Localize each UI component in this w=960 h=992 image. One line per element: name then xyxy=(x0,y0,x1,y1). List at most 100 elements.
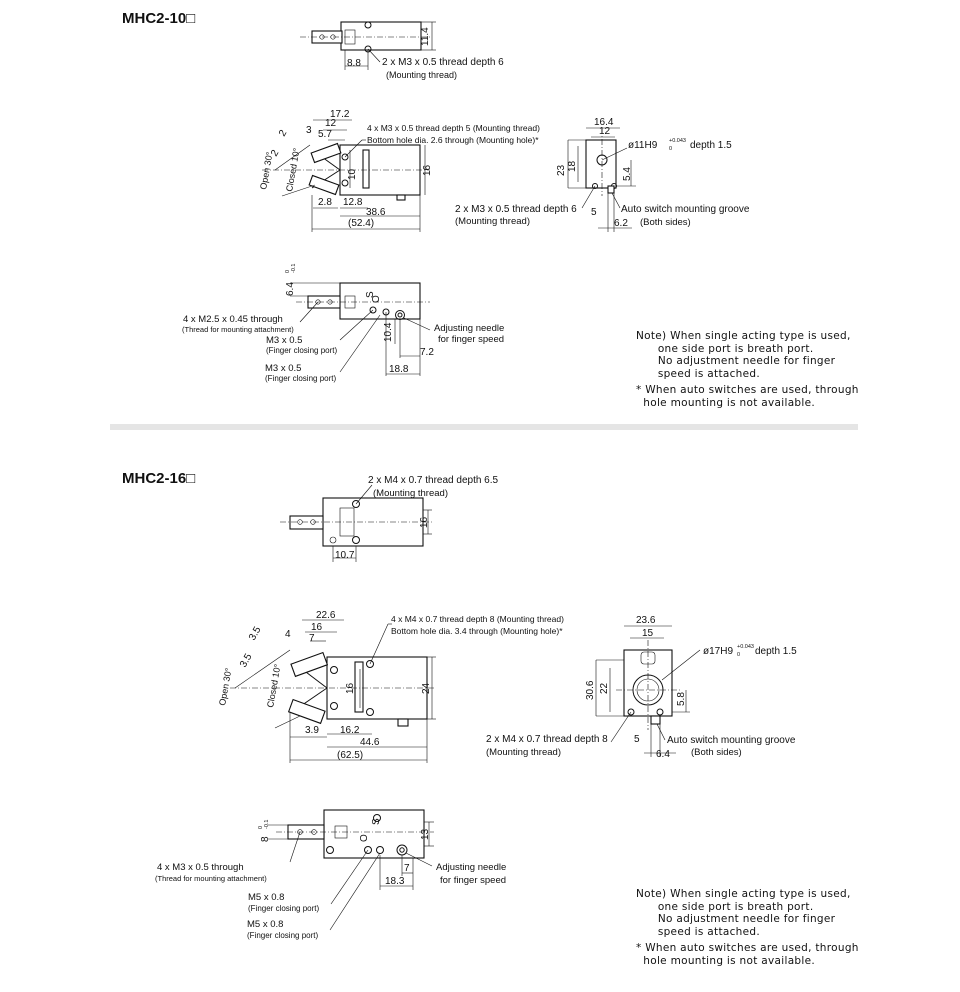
dim-label: 44.6 xyxy=(360,737,380,748)
callout-text: (Mounting thread) xyxy=(486,747,561,758)
note-line: hole mounting is not available. xyxy=(636,396,816,409)
callout-text: (Finger closing port) xyxy=(247,931,318,940)
bottom-view-mhc2-16: 8 0 -0.1 13 7 18.3 S O 4 x M3 x 0.5 thro… xyxy=(155,809,506,940)
port-mark: O xyxy=(359,834,370,842)
dim-label: 18.8 xyxy=(389,364,409,375)
dim-label: 16.4 xyxy=(594,117,614,128)
dim-label: 10.7 xyxy=(335,550,355,561)
dim-label: 8.8 xyxy=(347,58,361,69)
dim-label: 4 xyxy=(285,629,291,640)
angle-label: Open 30° xyxy=(217,667,234,707)
end-view-mhc2-10: 16.4 12 23 18 5.4 5 6.2 ø11H9 +0.043 0 d… xyxy=(455,117,750,232)
dim-label: 24 xyxy=(421,682,432,694)
dim-label: 30.6 xyxy=(585,680,596,700)
dim-label: 16.2 xyxy=(340,725,360,736)
tolerance-upper: +0.043 xyxy=(669,138,686,144)
callout-text: (Both sides) xyxy=(640,217,691,228)
top-view-mhc2-16: 16 10.7 2 x M4 x 0.7 thread depth 6.5 (M… xyxy=(280,475,499,562)
dim-label: 12 xyxy=(325,118,337,129)
dim-label: 2 xyxy=(277,128,290,139)
dim-label: 38.6 xyxy=(366,207,386,218)
dim-label: 6.4 xyxy=(656,749,670,760)
note-line: speed is attached. xyxy=(636,925,761,938)
note-line: No adjustment needle for finger xyxy=(636,355,836,367)
bore-depth: depth 1.5 xyxy=(755,646,797,657)
port-mark: O xyxy=(371,295,382,303)
callout-text: 2 x M3 x 0.5 thread depth 6 xyxy=(382,57,504,68)
dim-label: 2.8 xyxy=(318,197,332,208)
dim-label: 15 xyxy=(642,628,654,639)
dim-label: -0.1 xyxy=(291,264,297,273)
note-line: * When auto switches are used, through xyxy=(636,942,859,954)
dim-label: 22.6 xyxy=(316,610,336,621)
section-title-mhc2-16: MHC2-16□ xyxy=(122,470,196,487)
dim-label: 10 xyxy=(347,168,358,180)
dim-label: 16 xyxy=(311,622,323,633)
dim-label: 6.4 xyxy=(285,282,296,296)
note-line: speed is attached. xyxy=(636,367,761,380)
callout-text: M3 x 0.5 xyxy=(266,335,302,346)
dim-label: 0 xyxy=(285,270,291,273)
tolerance-lower: 0 xyxy=(737,652,740,658)
callout-text: (Finger closing port) xyxy=(248,904,319,913)
dim-label: 3.5 xyxy=(238,652,255,670)
note-line: one side port is breath port. xyxy=(636,900,814,913)
notes-block-mhc2-16: Note) When single acting type is used, o… xyxy=(636,888,859,967)
dim-label: 23 xyxy=(556,164,567,176)
side-view-mhc2-10: 17.2 12 5.7 3 2 2 10 16 2.8 12.8 38.6 (5… xyxy=(258,109,540,232)
tolerance-upper: +0.043 xyxy=(737,644,754,650)
note-line: No adjustment needle for finger xyxy=(636,913,836,925)
dim-label: 7.2 xyxy=(420,347,434,358)
callout-text: 2 x M3 x 0.5 thread depth 6 xyxy=(455,204,577,215)
callout-text: Bottom hole dia. 2.6 through (Mounting h… xyxy=(367,135,539,145)
angle-label: Closed 10° xyxy=(265,663,283,709)
dim-label: 18.3 xyxy=(385,876,405,887)
note-line: Note) When single acting type is used, xyxy=(636,330,851,342)
dim-label: 0 xyxy=(258,826,264,829)
callout-text: 4 x M3 x 0.5 thread depth 5 (Mounting th… xyxy=(367,123,540,133)
callout-text: M5 x 0.8 xyxy=(248,892,284,903)
callout-text: M3 x 0.5 xyxy=(265,363,301,374)
callout-text: (Finger closing port) xyxy=(266,346,337,355)
callout-text: (Mounting thread) xyxy=(455,216,530,227)
callout-text: for finger speed xyxy=(440,875,506,886)
dim-label: 16 xyxy=(422,164,433,176)
callout-text: 4 x M2.5 x 0.45 through xyxy=(183,314,283,325)
callout-text: M5 x 0.8 xyxy=(247,919,283,930)
notes-block-mhc2-10: Note) When single acting type is used, o… xyxy=(636,330,859,409)
dim-label: 16 xyxy=(345,682,356,694)
dim-label: 8 xyxy=(260,836,271,842)
dim-label: 3 xyxy=(306,125,312,136)
angle-label: Closed 10° xyxy=(284,147,302,193)
dim-label: 3.9 xyxy=(305,725,319,736)
top-view-mhc2-10: 11.4 8.8 2 x M3 x 0.5 thread depth 6 (Mo… xyxy=(300,21,504,80)
dim-label: 6.2 xyxy=(614,218,628,229)
note-line: * When auto switches are used, through xyxy=(636,384,859,396)
dim-label: (52.4) xyxy=(348,218,374,229)
dim-label: 12 xyxy=(599,126,611,137)
dim-label: 12.8 xyxy=(343,197,363,208)
callout-text: (Thread for mounting attachment) xyxy=(155,874,267,883)
callout-text: (Mounting thread) xyxy=(386,70,457,80)
port-mark: S xyxy=(365,291,376,298)
callout-text: 4 x M3 x 0.5 through xyxy=(157,862,244,873)
callout-text: 2 x M4 x 0.7 thread depth 6.5 xyxy=(368,475,499,486)
dim-label: 16 xyxy=(419,516,430,528)
dim-label: 22 xyxy=(599,682,610,694)
note-line: Note) When single acting type is used, xyxy=(636,888,851,900)
callout-text: 4 x M4 x 0.7 thread depth 8 (Mounting th… xyxy=(391,614,564,624)
dim-label: 23.6 xyxy=(636,615,656,626)
dim-label: 5 xyxy=(634,734,640,745)
end-view-mhc2-16: 23.6 15 30.6 22 5.8 5 6.4 ø17H9 +0.043 0… xyxy=(486,615,797,760)
bore-depth: depth 1.5 xyxy=(690,140,732,151)
dim-label: -0.1 xyxy=(264,820,270,829)
bore-label: ø11H9 xyxy=(628,140,658,151)
callout-text: Adjusting needle xyxy=(434,323,504,334)
callout-text: (Thread for mounting attachment) xyxy=(182,325,294,334)
section-divider xyxy=(110,424,858,430)
callout-text: (Finger closing port) xyxy=(265,374,336,383)
callout-text: Auto switch mounting groove xyxy=(667,735,796,746)
callout-text: for finger speed xyxy=(438,334,504,345)
port-mark: S xyxy=(371,818,382,825)
